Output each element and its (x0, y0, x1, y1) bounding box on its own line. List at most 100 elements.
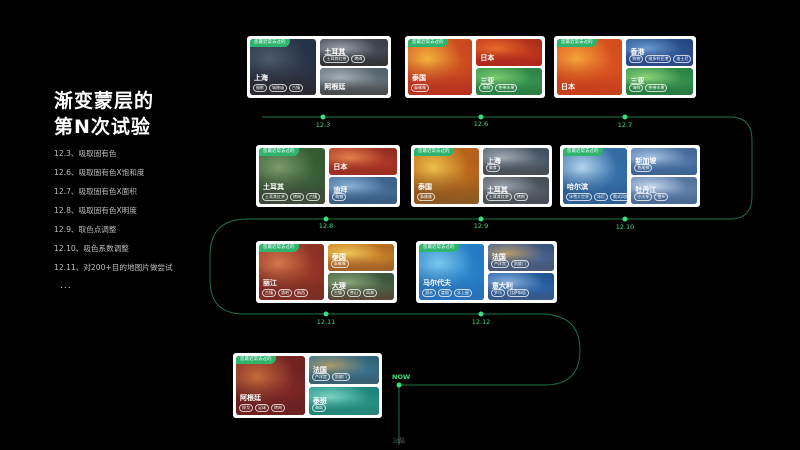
destination-tile[interactable]: 法国卢浮宫凯旋门 (309, 356, 379, 384)
destination-tile[interactable]: 香港购物维多利亚港迪士尼 (626, 39, 693, 66)
recent-badge: 您最近常去过的 (250, 39, 290, 47)
tag-chip: 海鲜 (629, 84, 643, 92)
log-more: ... (60, 277, 244, 296)
tag-chip: 购物 (332, 193, 346, 201)
tag-list: 潜水度假水上屋 (422, 289, 472, 297)
destination-card[interactable]: 您最近常去过的日本 香港购物维多利亚港迪士尼三亚海鲜热带水果 (554, 36, 696, 98)
tag-chip: 烤肉 (514, 193, 528, 201)
tag-chip: 酒吧 (278, 289, 292, 297)
destination-card[interactable]: 您最近常去过的泰国泰佛像日本三亚海鲜热带水果 (405, 36, 545, 98)
destination-tile[interactable]: 哈尔滨冰雪大世界冰灯俄式风情 (563, 148, 627, 204)
tag-chip: 古镇 (262, 289, 276, 297)
timeline-date: 12.7 (618, 121, 632, 129)
destination-tile[interactable]: 日本 (329, 148, 397, 175)
destination-tile[interactable]: 泰班海岛 (309, 387, 379, 415)
destination-tile[interactable]: 牡丹江小火车雪乡 (631, 177, 697, 204)
tag-list: 卢浮宫凯旋门 (491, 260, 529, 268)
tag-chip: 海岛 (312, 404, 326, 412)
destination-tile[interactable]: 丽江古镇酒吧纳西 (259, 244, 324, 300)
destination-tile[interactable]: 阿根廷探戈足球烤肉 (236, 356, 305, 415)
tag-chip: 泰佛像 (331, 260, 349, 268)
tag-chip: 古镇 (331, 289, 345, 297)
tag-chip: 卢浮宫 (491, 260, 509, 268)
destination-card[interactable]: 您最近常去过的马尔代夫潜水度假水上屋法国卢浮宫凯旋门意大利罗马比萨斜塔 (416, 241, 557, 303)
tag-chip: 苍山 (347, 289, 361, 297)
destination-card[interactable]: 您最近常去过的哈尔滨冰雪大世界冰灯俄式风情新加坡鱼尾狮牡丹江小火车雪乡 (560, 145, 700, 207)
tag-chip: 雪乡 (654, 193, 668, 201)
tag-chip: 摄影 (253, 84, 267, 92)
timeline-dot (479, 312, 484, 317)
tag-chip: 罗马 (491, 289, 505, 297)
tag-chip: 足球 (255, 404, 269, 412)
recent-badge: 您最近常去过的 (236, 356, 276, 364)
recent-badge: 您最近常去过的 (414, 148, 454, 156)
timeline-dot (324, 312, 329, 317)
tag-chip: 热带水果 (495, 84, 517, 92)
destination-card[interactable]: 您最近常去过的阿根廷探戈足球烤肉法国卢浮宫凯旋门泰班海岛 (233, 353, 382, 418)
timeline-date: 12.11 (317, 318, 336, 326)
title-line-1: 渐变蒙层的 (54, 88, 154, 114)
city-name: 阿根廷 (240, 393, 261, 403)
recent-badge: 您最近常去过的 (419, 244, 459, 252)
city-name: 日本 (561, 82, 575, 92)
destination-tile[interactable]: 土耳其土耳其红茶烤肉 (320, 39, 388, 66)
tag-list: 泰佛像 (417, 193, 435, 201)
card-body: 您最近常去过的日本 香港购物维多利亚港迪士尼三亚海鲜热带水果 (557, 39, 693, 95)
tag-chip: 古镇 (306, 193, 320, 201)
destination-tile[interactable]: 日本 (557, 39, 622, 95)
destination-card[interactable]: 您最近常去过的土耳其土耳其红茶烤肉古镇日本迪拜购物 (256, 145, 400, 207)
log-item: 12.8、吸取固有色X明度 (54, 201, 244, 220)
destination-tile[interactable]: 泰国泰佛像 (414, 148, 479, 204)
destination-tile[interactable]: 大理古镇苍山洱海 (328, 273, 394, 300)
tag-chip: 俄式风情 (610, 193, 627, 201)
tag-chip: 冰雪大世界 (566, 193, 592, 201)
log-item: 12.3、吸取固有色 (54, 144, 244, 163)
tag-chip: 美食 (486, 164, 500, 172)
destination-tile[interactable]: 意大利罗马比萨斜塔 (488, 273, 554, 300)
destination-tile[interactable]: 迪拜购物 (329, 177, 397, 204)
tag-chip: 泰佛像 (411, 84, 429, 92)
destination-tile[interactable]: 上海摄影城隍庙古镇 (250, 39, 316, 95)
tag-chip: 凯旋门 (332, 373, 350, 381)
title-line-2: 第N次试验 (54, 114, 154, 140)
destination-tile[interactable]: 土耳其土耳其红茶烤肉 (483, 177, 549, 204)
destination-tile[interactable]: 泰国泰佛像 (328, 244, 394, 271)
card-body: 您最近常去过的哈尔滨冰雪大世界冰灯俄式风情新加坡鱼尾狮牡丹江小火车雪乡 (563, 148, 697, 204)
destination-card[interactable]: 您最近常去过的上海摄影城隍庙古镇土耳其土耳其红茶烤肉阿根廷 (247, 36, 391, 98)
tag-chip: 洱海 (363, 289, 377, 297)
destination-tile[interactable]: 三亚海鲜热带水果 (476, 68, 542, 95)
destination-card[interactable]: 您最近常去过的丽江古镇酒吧纳西泰国泰佛像大理古镇苍山洱海 (256, 241, 397, 303)
card-body: 您最近常去过的土耳其土耳其红茶烤肉古镇日本迪拜购物 (259, 148, 397, 204)
tag-list: 小火车雪乡 (634, 193, 668, 201)
tag-chip: 鱼尾狮 (634, 164, 652, 172)
timeline-dot (321, 115, 326, 120)
destination-tile[interactable]: 法国卢浮宫凯旋门 (488, 244, 554, 271)
destination-tile[interactable]: 三亚海鲜热带水果 (626, 68, 693, 95)
destination-tile[interactable]: 马尔代夫潜水度假水上屋 (419, 244, 484, 300)
destination-tile[interactable]: 上海美食 (483, 148, 549, 175)
page-title: 渐变蒙层的 第N次试验 (54, 88, 154, 140)
destination-tile[interactable]: 日本 (476, 39, 542, 66)
tag-list: 美食 (486, 164, 500, 172)
tag-chip: 冰灯 (594, 193, 608, 201)
destination-tile[interactable]: 阿根廷 (320, 68, 388, 95)
tag-list: 海鲜热带水果 (629, 84, 667, 92)
tag-list: 鱼尾狮 (634, 164, 652, 172)
city-name: 哈尔滨 (567, 182, 588, 192)
tag-chip: 迪士尼 (673, 55, 691, 63)
timeline-date: 12.3 (316, 121, 330, 129)
city-name: 马尔代夫 (423, 278, 451, 288)
recent-badge: 您最近常去过的 (563, 148, 603, 156)
tag-chip: 凯旋门 (511, 260, 529, 268)
destination-tile[interactable]: 泰国泰佛像 (408, 39, 472, 95)
recent-badge: 您最近常去过的 (408, 39, 448, 47)
recent-badge: 您最近常去过的 (557, 39, 597, 47)
tag-chip: 比萨斜塔 (507, 289, 529, 297)
destination-tile[interactable]: 土耳其土耳其红茶烤肉古镇 (259, 148, 325, 204)
tag-list: 摄影城隍庙古镇 (253, 84, 303, 92)
destination-tile[interactable]: 新加坡鱼尾狮 (631, 148, 697, 175)
destination-card[interactable]: 您最近常去过的泰国泰佛像上海美食土耳其土耳其红茶烤肉 (411, 145, 552, 207)
tag-chip: 土耳其红茶 (262, 193, 288, 201)
timeline-date: 12.6 (474, 120, 488, 128)
